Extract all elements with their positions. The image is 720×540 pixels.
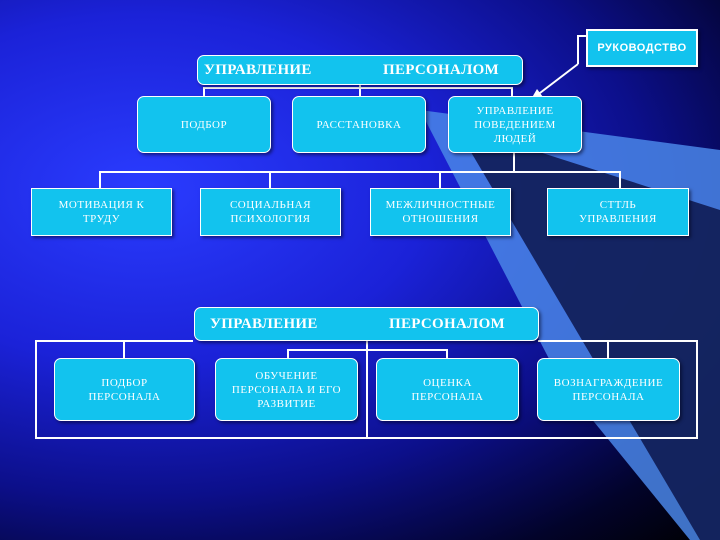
node-placement: РАССТАНОВКА xyxy=(292,96,426,153)
node-personnel-training-label: ОБУЧЕНИЕ ПЕРСОНАЛА И ЕГО РАЗВИТИЕ xyxy=(231,369,342,410)
diagram2-bracket-inner xyxy=(287,349,448,358)
diagram1-title: УПРАВЛЕНИЕ ПЕРСОНАЛОМ xyxy=(197,55,523,85)
diagram1-title-word2: ПЕРСОНАЛОМ xyxy=(383,62,500,78)
node-personnel-reward: ВОЗНАГРАЖДЕНИЕ ПЕРСОНАЛА xyxy=(537,358,680,421)
node-personnel-selection: ПОДБОР ПЕРСОНАЛА xyxy=(54,358,195,421)
callout-bracket xyxy=(577,35,586,64)
diagram2-title-word2: ПЕРСОНАЛОМ xyxy=(389,316,506,332)
node-motivation: МОТИВАЦИЯ К ТРУДУ xyxy=(31,188,172,236)
node-interpersonal-label: МЕЖЛИЧНОСТНЫЕ ОТНОШЕНИЯ xyxy=(385,199,496,225)
node-social-psychology: СОЦИАЛЬНАЯ ПСИХОЛОГИЯ xyxy=(200,188,341,236)
node-placement-label: РАССТАНОВКА xyxy=(316,118,402,131)
node-behavior-management: УПРАВЛЕНИЕ ПОВЕДЕНИЕМ ЛЮДЕЙ xyxy=(448,96,582,153)
node-management-style: СТТЛЬ УПРАВЛЕНИЯ xyxy=(547,188,689,236)
node-interpersonal: МЕЖЛИЧНОСТНЫЕ ОТНОШЕНИЯ xyxy=(370,188,511,236)
node-personnel-reward-label: ВОЗНАГРАЖДЕНИЕ ПЕРСОНАЛА xyxy=(553,376,664,403)
diagram1-title-word1: УПРАВЛЕНИЕ xyxy=(204,62,312,78)
node-selection-label: ПОДБОР xyxy=(180,118,228,131)
node-selection: ПОДБОР xyxy=(137,96,271,153)
diagram2-frame-right xyxy=(367,340,698,439)
node-social-psychology-label: СОЦИАЛЬНАЯ ПСИХОЛОГИЯ xyxy=(229,199,312,225)
node-management-style-label: СТТЛЬ УПРАВЛЕНИЯ xyxy=(579,199,657,225)
connector-title-to-level1 xyxy=(203,87,513,96)
connector-level1-to-level2 xyxy=(99,171,621,188)
diagram2-title: УПРАВЛЕНИЕ ПЕРСОНАЛОМ xyxy=(194,307,539,341)
node-personnel-selection-label: ПОДБОР ПЕРСОНАЛА xyxy=(88,376,161,403)
leadership-callout-label: РУКОВОДСТВО xyxy=(597,42,687,54)
callout-arrow-line xyxy=(535,63,579,97)
diagram2-title-word1: УПРАВЛЕНИЕ xyxy=(210,316,318,332)
node-personnel-evaluation: ОЦЕНКА ПЕРСОНАЛА xyxy=(376,358,519,421)
node-personnel-training: ОБУЧЕНИЕ ПЕРСОНАЛА И ЕГО РАЗВИТИЕ xyxy=(215,358,358,421)
node-motivation-label: МОТИВАЦИЯ К ТРУДУ xyxy=(58,199,145,225)
node-behavior-management-label: УПРАВЛЕНИЕ ПОВЕДЕНИЕМ ЛЮДЕЙ xyxy=(474,104,556,145)
leadership-callout: РУКОВОДСТВО xyxy=(586,29,698,67)
diagram2-frame-left xyxy=(35,340,367,439)
node-personnel-evaluation-label: ОЦЕНКА ПЕРСОНАЛА xyxy=(411,376,484,403)
